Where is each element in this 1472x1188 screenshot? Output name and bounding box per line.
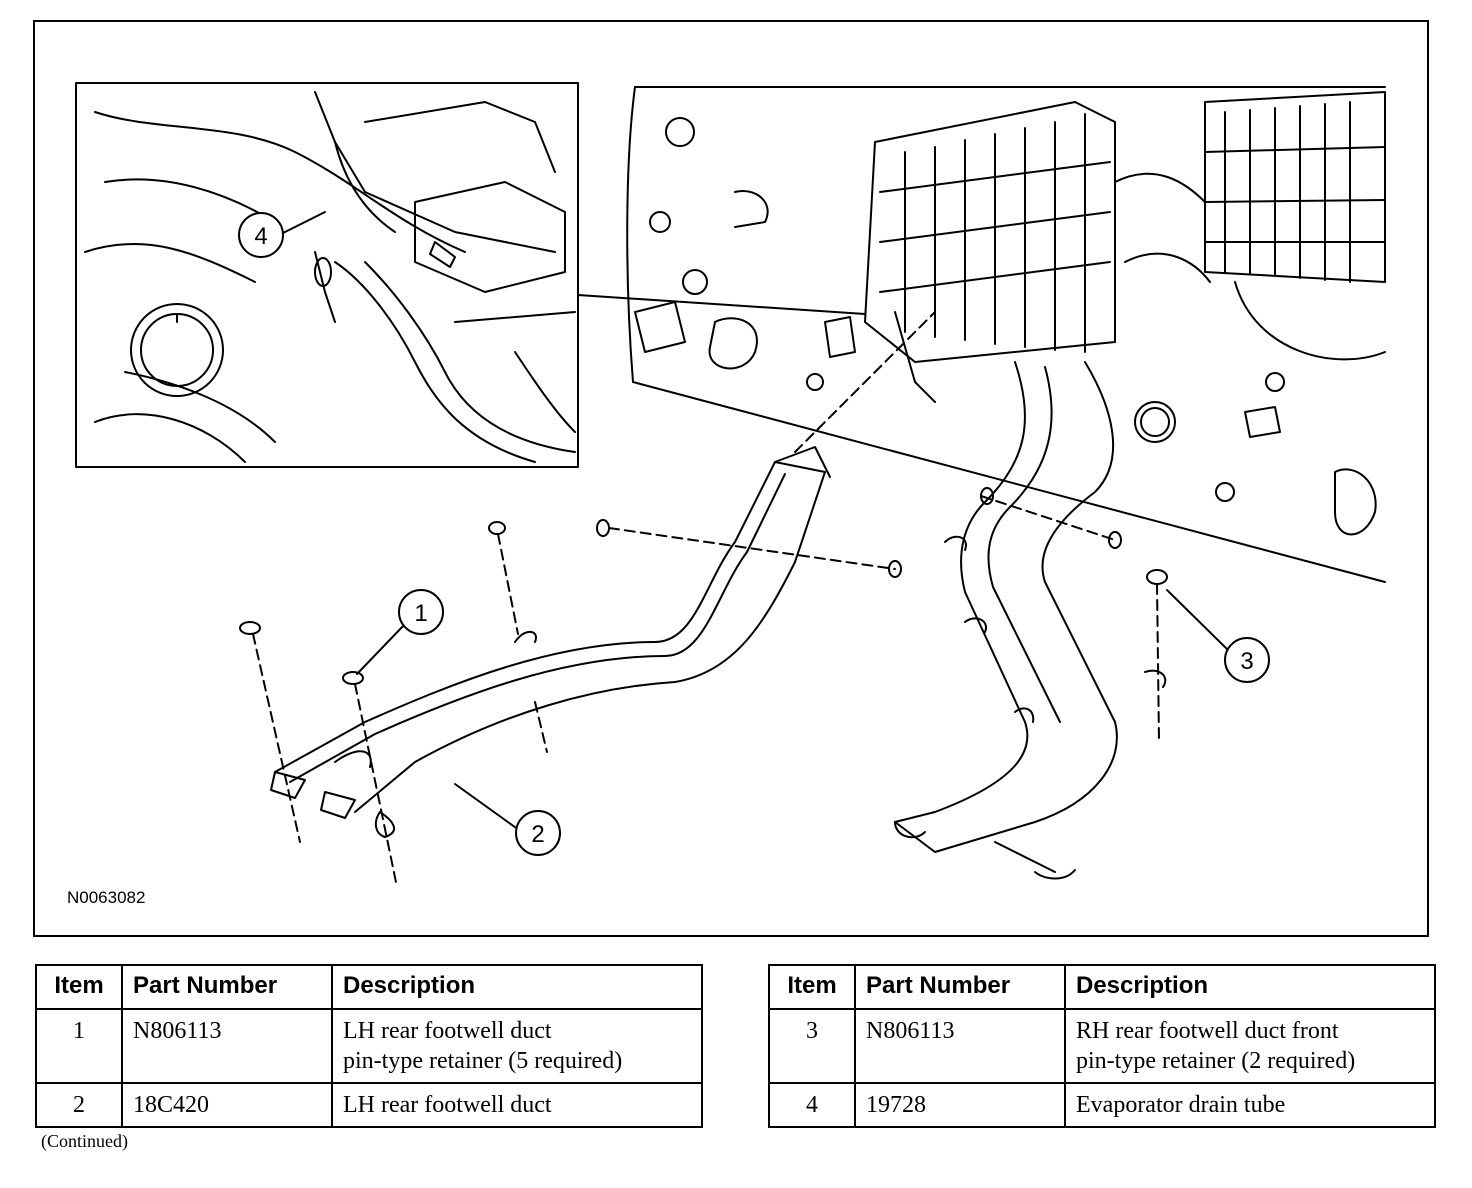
description-line: Evaporator drain tube [1076,1092,1286,1118]
row-item: 2 [35,1082,123,1128]
table-header-row: Item Part Number Description [768,964,1436,1010]
header-part-number: Part Number [854,964,1066,1010]
lh-rear-footwell-duct-art [270,446,831,838]
row-part-number: N806113 [854,1008,1066,1084]
description-line: RH rear footwell duct front [1076,1018,1339,1044]
description-line: LH rear footwell duct [343,1092,552,1118]
continued-note: (Continued) [41,1131,128,1151]
table-header-row: Item Part Number Description [35,964,703,1010]
hvac-housing-art [626,86,1386,583]
table-row: 3 N806113 RH rear footwell duct front pi… [768,1008,1436,1084]
row-part-number: 18C420 [121,1082,333,1128]
table-row: 1 N806113 LH rear footwell duct pin-type… [35,1008,703,1084]
exploded-view-figure: 1 2 3 4 N0063082 [33,20,1429,937]
row-description: LH rear footwell duct pin-type retainer … [331,1008,703,1084]
header-description: Description [331,964,703,1010]
header-part-number: Part Number [121,964,333,1010]
row-part-number: 19728 [854,1082,1066,1128]
install-lines-art [252,311,1160,888]
description-line: pin-type retainer (2 required) [1076,1048,1356,1074]
row-item: 1 [35,1008,123,1084]
table-row: 4 19728 Evaporator drain tube [768,1082,1436,1128]
inset-detail-frame [75,82,579,468]
parts-table-right: Item Part Number Description 3 N806113 R… [768,964,1436,1128]
inset-detail-art [84,91,576,463]
description-line: pin-type retainer (5 required) [343,1048,623,1074]
callout-4: 4 [254,223,267,250]
header-description: Description [1064,964,1436,1010]
callout-3: 3 [1240,648,1253,675]
row-item: 3 [768,1008,856,1084]
row-description: LH rear footwell duct [331,1082,703,1128]
figure-id-label: N0063082 [67,888,146,907]
callout-2: 2 [531,821,544,848]
retainer-pins-art [239,487,1168,685]
description-line: LH rear footwell duct [343,1018,552,1044]
header-item: Item [35,964,123,1010]
table-row: 2 18C420 LH rear footwell duct [35,1082,703,1128]
row-description: RH rear footwell duct front pin-type ret… [1064,1008,1436,1084]
row-part-number: N806113 [121,1008,333,1084]
parts-table-left: Item Part Number Description 1 N806113 L… [35,964,703,1128]
callout-circles [238,212,1270,856]
header-item: Item [768,964,856,1010]
row-description: Evaporator drain tube [1064,1082,1436,1128]
rh-rear-footwell-duct-art [894,361,1167,880]
row-item: 4 [768,1082,856,1128]
duct-illustration: 1 2 3 4 [75,82,1386,888]
callout-1: 1 [414,600,427,627]
